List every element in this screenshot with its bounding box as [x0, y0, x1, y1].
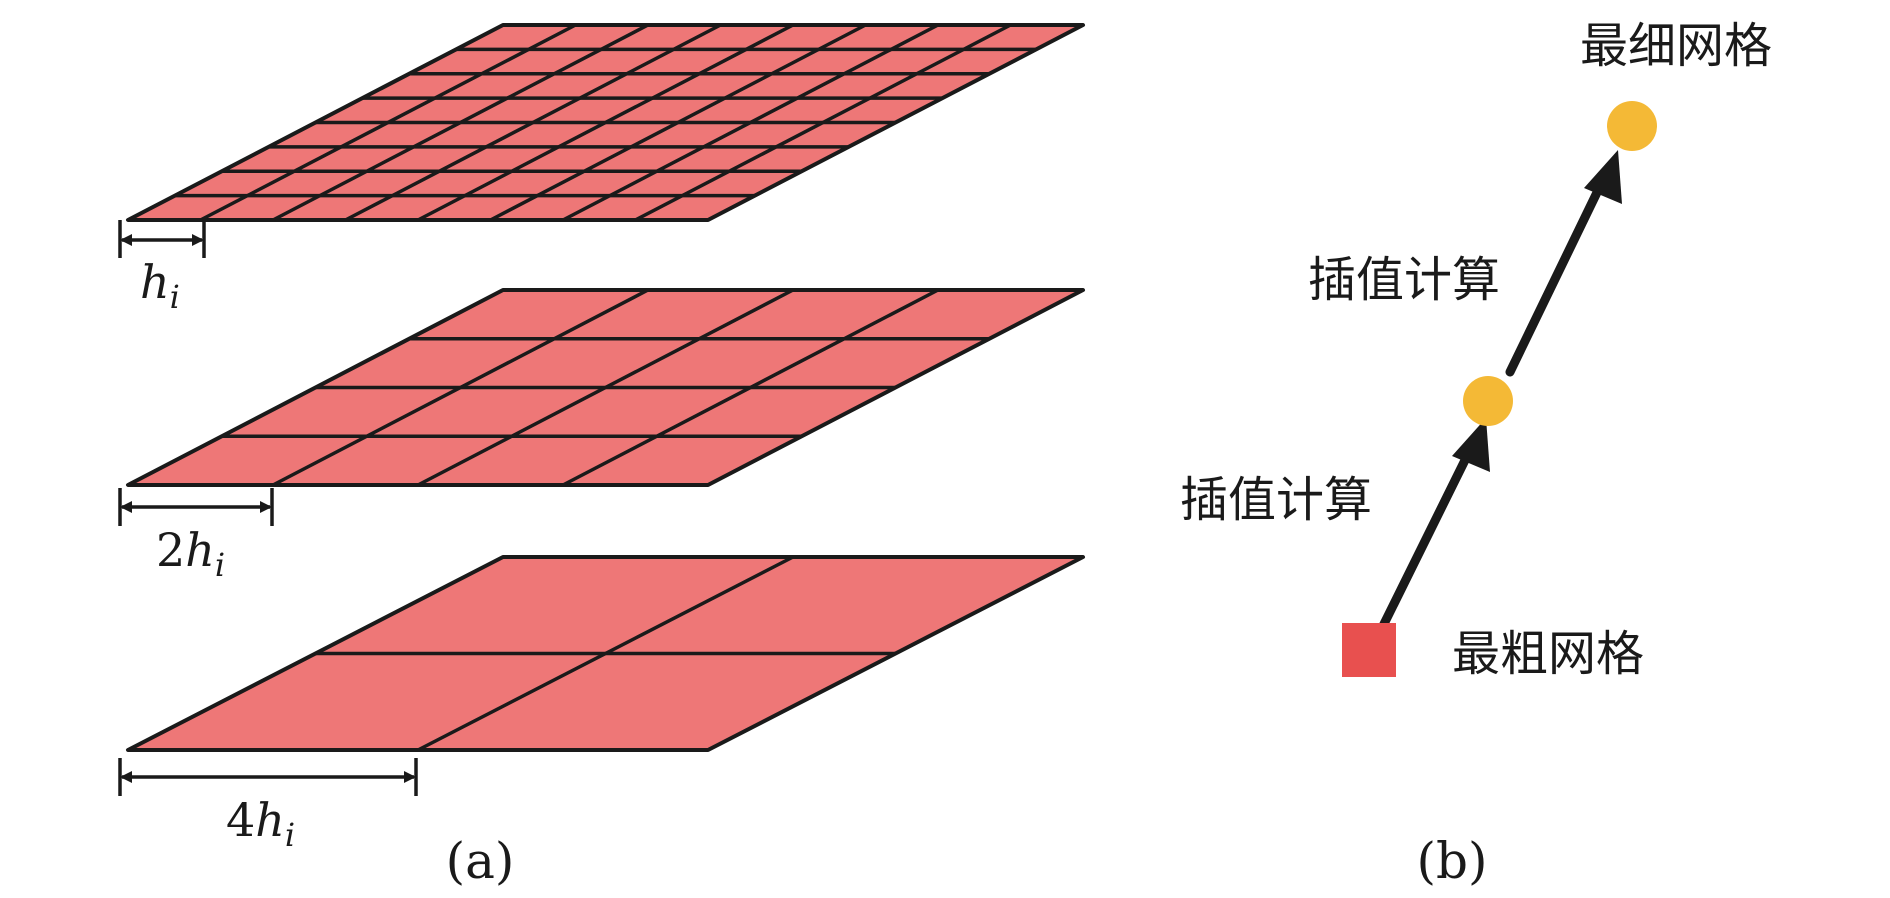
grid-column-line — [417, 23, 794, 222]
dimension-label-medium: 2hi — [156, 523, 225, 584]
interpolation-label-upper: 插值计算 — [1308, 252, 1500, 308]
grid-column-line — [562, 23, 939, 222]
grid-column-line — [417, 555, 794, 752]
dimension-label-coarse: 4hi — [226, 793, 295, 854]
panel-a: hi 2hi 4hi (a) — [118, 23, 1085, 890]
dimension-coarse: 4hi — [118, 758, 418, 854]
grid-fine — [126, 23, 1085, 222]
dimension-label-fine: hi — [140, 255, 180, 316]
coarsest-grid-label: 最粗网格 — [1452, 626, 1644, 682]
finest-grid-marker — [1607, 101, 1657, 151]
interpolation-arrow-upper — [1505, 173, 1609, 377]
dimension-fine: hi — [118, 220, 206, 316]
interpolation-label-lower: 插值计算 — [1180, 472, 1372, 528]
arrow-head-lower — [1452, 418, 1490, 472]
grid-column-line — [417, 288, 794, 487]
panel-b: 最细网格 插值计算 插值计算 最粗网格 (b) — [1180, 18, 1772, 890]
interpolation-arrow-lower — [1377, 441, 1477, 633]
grid-column-line — [562, 288, 939, 487]
grid-coarse — [126, 555, 1085, 752]
grid-column-line — [634, 23, 1012, 222]
panel-label-a: (a) — [446, 832, 515, 890]
arrow-head-upper — [1584, 150, 1622, 204]
intermediate-grid-marker — [1463, 376, 1513, 426]
grid-medium — [126, 288, 1085, 487]
coarsest-grid-marker — [1342, 623, 1396, 677]
panel-label-b: (b) — [1416, 832, 1487, 890]
grid-column-line — [489, 23, 867, 222]
dimension-medium: 2hi — [118, 488, 274, 584]
finest-grid-label: 最细网格 — [1580, 18, 1772, 74]
